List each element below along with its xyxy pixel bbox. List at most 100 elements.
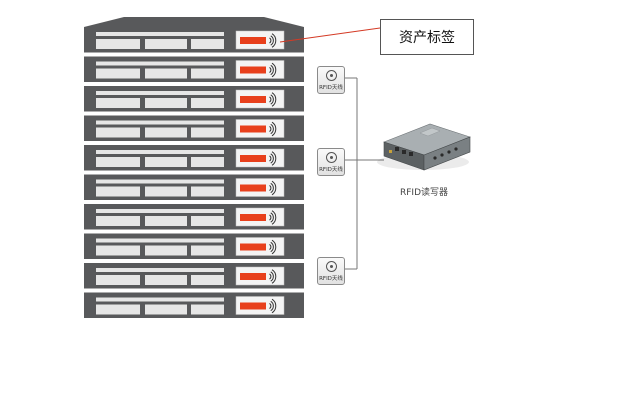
rack-slot [191, 39, 224, 49]
rack-slot [191, 216, 224, 226]
signal-waves-icon [269, 298, 277, 314]
antenna-ring-icon [326, 152, 337, 163]
signal-wave-arc [271, 298, 277, 314]
rack-slot [145, 157, 187, 167]
tag-pointer-line [279, 27, 381, 43]
signal-wave-arc [269, 126, 272, 132]
signal-wave-arc [269, 273, 272, 280]
rfid-antenna-icon: RFID天线 [317, 148, 345, 176]
signal-waves-icon [269, 151, 277, 166]
rack-slot [96, 275, 140, 285]
rack-slot [191, 98, 224, 108]
rack-slot [96, 216, 140, 226]
rack-unit [84, 174, 304, 200]
rack-slot [96, 98, 140, 108]
rack-slot [191, 186, 224, 197]
rack-slot [96, 91, 224, 95]
asset-tag-chip [240, 184, 266, 192]
rack-slot [96, 304, 140, 315]
rack-slot [191, 245, 224, 256]
rack-unit [84, 263, 304, 289]
asset-tag-chip [240, 96, 266, 103]
rack-unit [84, 86, 304, 112]
rfid-antenna-icon: RFID天线 [317, 66, 345, 94]
rack-slot [96, 32, 224, 36]
asset-tag-chip [240, 243, 266, 251]
signal-wave-arc [271, 121, 277, 137]
rack-slot [191, 157, 224, 167]
signal-wave-arc [270, 94, 274, 105]
rack-slot [96, 157, 140, 167]
signal-waves-icon [269, 239, 277, 255]
signal-wave-arc [270, 241, 274, 253]
asset-tag-chip [240, 155, 266, 162]
rack-unit [84, 292, 304, 318]
rfid-reader-icon [377, 123, 471, 171]
signal-waves-icon [269, 269, 277, 284]
rfid-reader-label: RFID读写器 [399, 188, 448, 198]
rack-slot [145, 245, 187, 256]
asset-tag-chip [240, 37, 266, 44]
signal-wave-arc [271, 269, 277, 284]
asset-tag-chip [240, 302, 266, 310]
rack-slot [191, 275, 224, 285]
rack-unit [84, 56, 304, 82]
signal-wave-arc [270, 271, 274, 282]
rack-units [84, 27, 304, 318]
signal-wave-arc [271, 239, 277, 255]
rack-slot [145, 68, 187, 79]
rfid-antenna-icon: RFID天线 [317, 257, 345, 285]
antenna-label: RFID天线 [319, 167, 343, 173]
signal-wave-arc [270, 153, 274, 164]
asset-tag-chip [240, 214, 266, 221]
rack-unit [84, 204, 304, 230]
rack-slot [96, 209, 224, 213]
rack-slot [96, 127, 140, 138]
connection-wiring [345, 77, 384, 270]
signal-wave-arc [271, 210, 277, 225]
rack-unit [84, 115, 304, 141]
rack-slot [96, 297, 224, 302]
antenna-label: RFID天线 [319, 85, 343, 91]
rack-slot [96, 186, 140, 197]
signal-wave-arc [270, 64, 274, 76]
signal-wave-arc [271, 180, 277, 196]
signal-waves-icon [269, 180, 277, 196]
signal-wave-arc [269, 214, 272, 221]
signal-wave-arc [269, 96, 272, 103]
signal-wave-arc [270, 300, 274, 312]
signal-waves-icon [269, 121, 277, 137]
rack-slot [145, 186, 187, 197]
rack-top-cap [84, 17, 304, 27]
signal-wave-arc [269, 303, 272, 309]
signal-waves-icon [269, 33, 277, 48]
signal-wave-arc [270, 212, 274, 223]
rack-slot [191, 304, 224, 315]
rack-slot [145, 216, 187, 226]
rack-slot [96, 61, 224, 66]
rack-slot [145, 39, 187, 49]
signal-wave-arc [269, 185, 272, 191]
signal-wave-arc [271, 62, 277, 78]
antenna-ring-icon [326, 70, 337, 81]
rack-slot [145, 127, 187, 138]
antenna-ring-icon [326, 261, 337, 272]
signal-wave-arc [269, 244, 272, 250]
rack-slot [191, 68, 224, 79]
signal-wave-arc [269, 155, 272, 162]
rack-slot [145, 275, 187, 285]
rack-slot [96, 39, 140, 49]
rack-slot [96, 68, 140, 79]
signal-waves-icon [269, 92, 277, 107]
signal-wave-arc [271, 33, 277, 48]
asset-tag-chip [240, 125, 266, 133]
asset-tag-chip [240, 66, 266, 74]
rack-unit [84, 145, 304, 171]
rack-slot [96, 179, 224, 184]
rack-unit [84, 27, 304, 53]
signal-waves-icon [269, 62, 277, 78]
rack-slot [96, 150, 224, 154]
signal-wave-arc [270, 182, 274, 194]
